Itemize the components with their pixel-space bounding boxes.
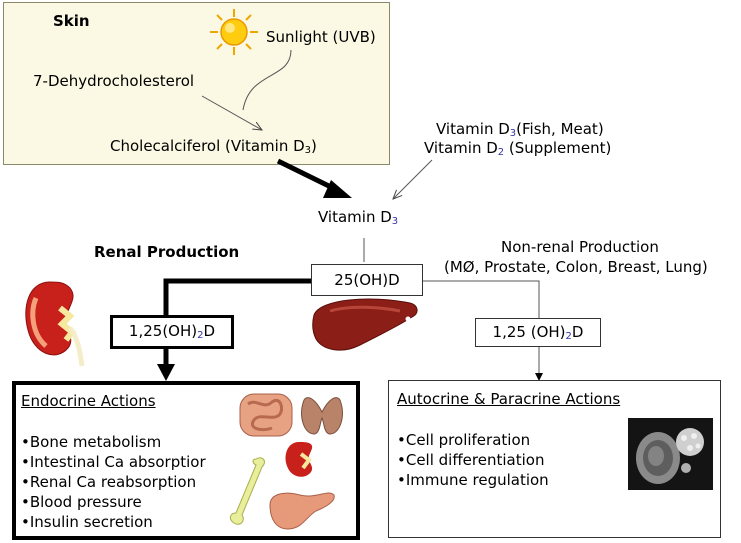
list-item: •Intestinal Ca absorptior xyxy=(21,453,206,471)
list-item: •Renal Ca reabsorption xyxy=(21,473,197,491)
sun-icon xyxy=(210,9,258,55)
skin-title: Skin xyxy=(53,12,90,30)
calcitriol-renal-box: 1,25(OH)2D xyxy=(110,315,234,349)
vitamin-d3-label: Vitamin D3 xyxy=(318,208,399,227)
list-item: •Immune regulation xyxy=(397,471,549,489)
kidney-small-icon xyxy=(285,442,313,477)
kidney-icon xyxy=(25,281,85,367)
nonrenal-production-line2: (MØ, Prostate, Colon, Breast, Lung) xyxy=(444,258,708,276)
list-item: •Cell proliferation xyxy=(397,431,531,449)
sunlight-label: Sunlight (UVB) xyxy=(266,28,376,46)
autocrine-paracrine-title: Autocrine & Paracrine Actions xyxy=(397,390,621,408)
list-item: •Cell differentiation xyxy=(397,451,545,469)
pancreas-icon xyxy=(269,492,335,530)
autocrine-paracrine-list: •Cell proliferation •Cell differentiatio… xyxy=(397,430,549,490)
cholecalciferol-label: Cholecalciferol (Vitamin D3) xyxy=(110,137,317,156)
list-item: •Insulin secretion xyxy=(21,513,153,531)
cell-micrograph-image xyxy=(628,418,713,490)
endocrine-actions-list: •Bone metabolism •Intestinal Ca absorpti… xyxy=(21,432,206,532)
liver-icon xyxy=(312,298,418,351)
diet-vitamin-d3-label: Vitamin D3(Fish, Meat) xyxy=(436,120,604,139)
list-item: •Bone metabolism xyxy=(21,433,162,451)
calcitriol-nonrenal-box: 1,25 (OH)2D xyxy=(475,318,601,347)
skin-panel xyxy=(3,2,390,165)
thyroid-icon xyxy=(301,397,343,435)
renal-production-title: Renal Production xyxy=(94,243,240,261)
dehydrocholesterol-label: 7-Dehydrocholesterol xyxy=(33,72,195,90)
intestine-icon xyxy=(239,393,293,437)
list-item: •Blood pressure xyxy=(21,493,142,511)
endocrine-actions-title: Endocrine Actions xyxy=(21,392,156,410)
25ohd-box: 25(OH)D xyxy=(311,264,423,296)
nonrenal-production-line1: Non-renal Production xyxy=(501,238,659,256)
bone-icon xyxy=(229,457,265,525)
diet-vitamin-d2-label: Vitamin D2 (Supplement) xyxy=(424,139,612,158)
